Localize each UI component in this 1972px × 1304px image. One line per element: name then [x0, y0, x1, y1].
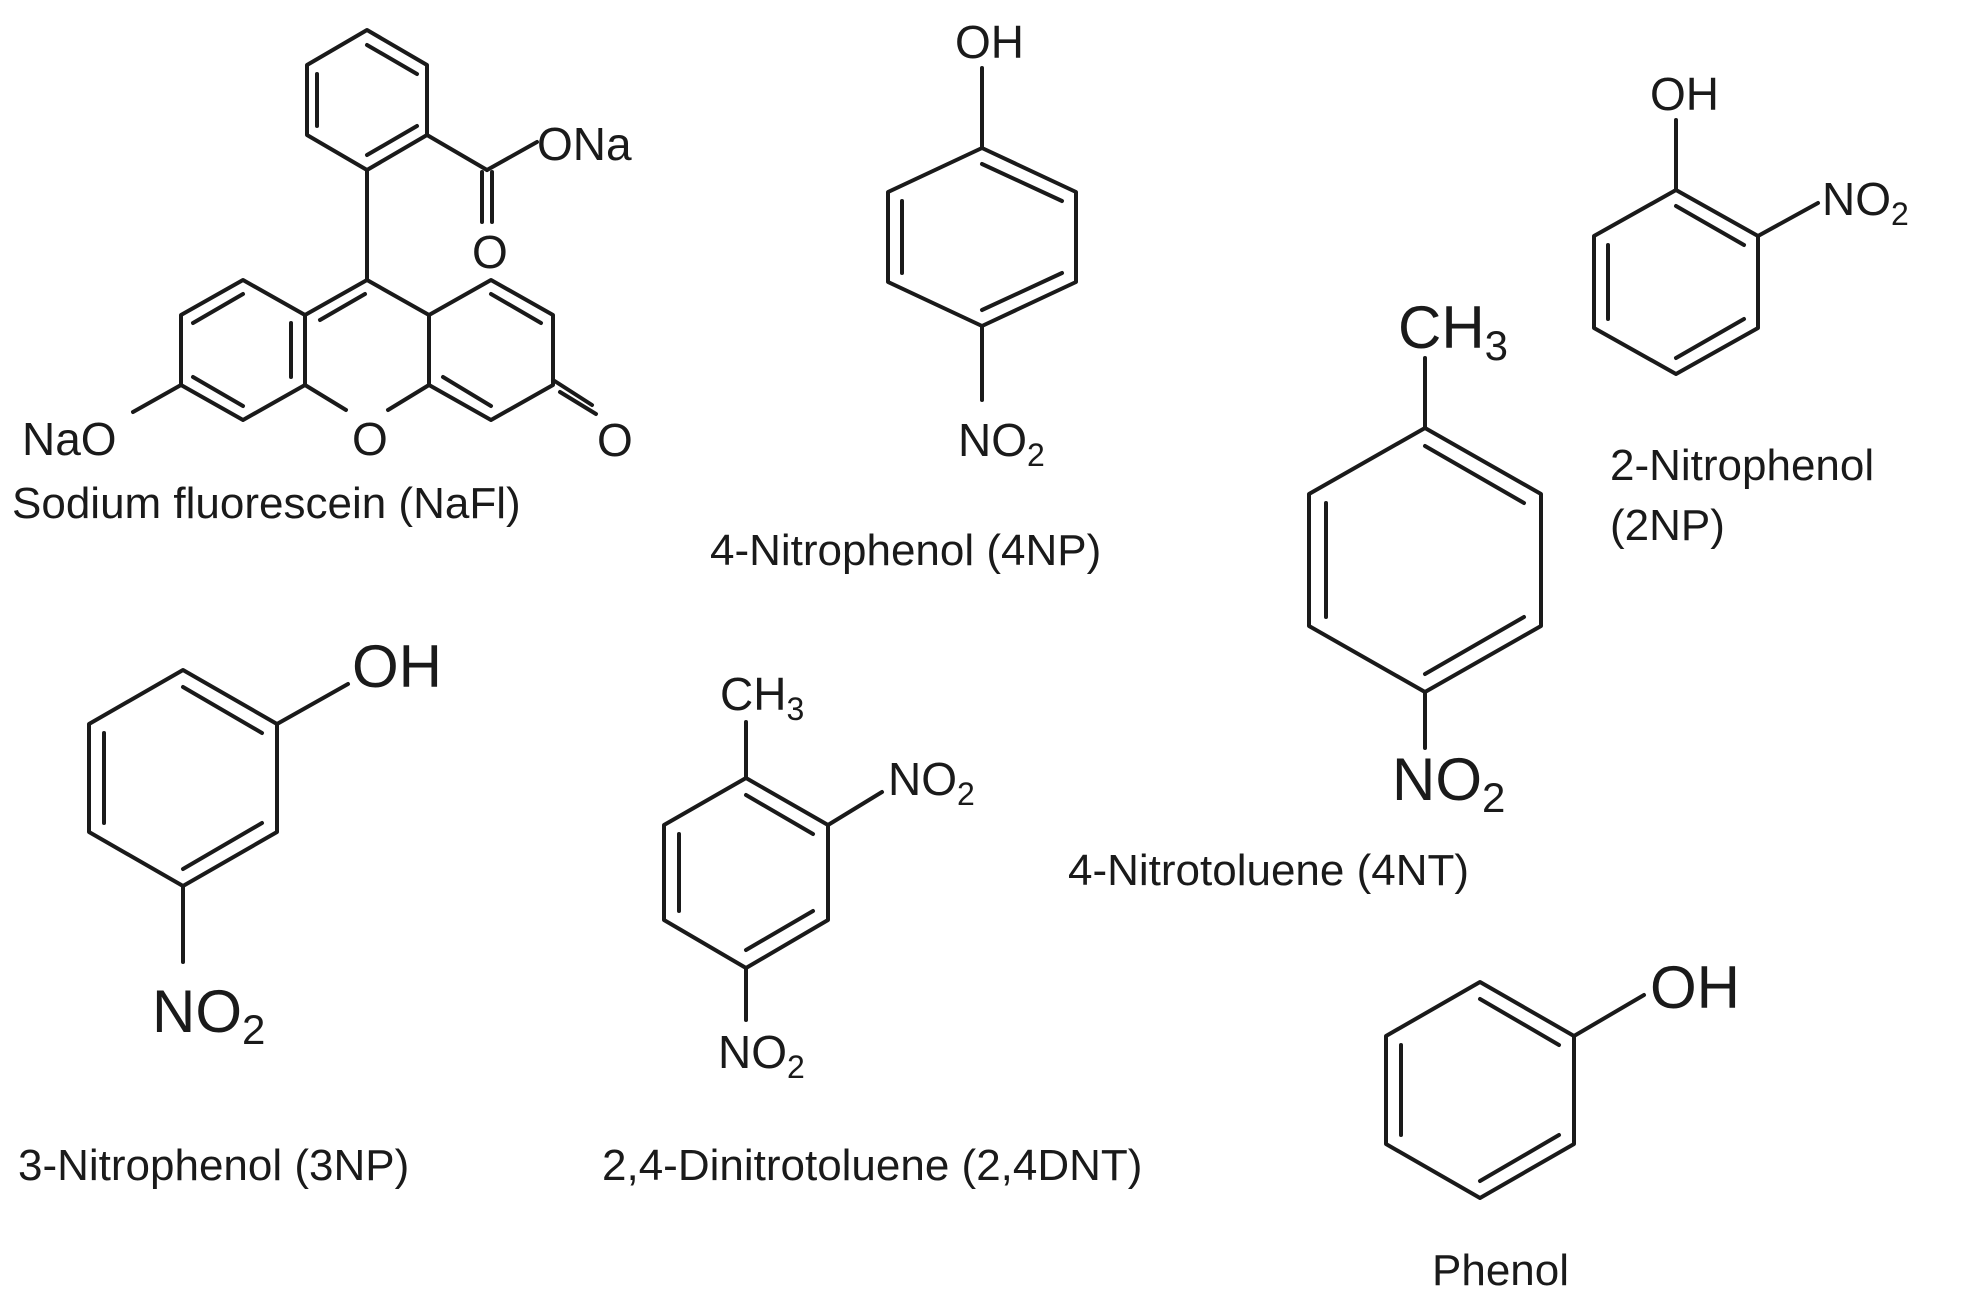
nitro-4-label: NO2 [718, 1026, 805, 1085]
compound-name: 2,4-Dinitrotoluene (2,4DNT) [602, 1141, 1142, 1190]
benzene-ring [1384, 980, 1576, 1200]
carbonyl-oxygen-label: O [472, 226, 508, 278]
compound-2-nitrophenol: OH NO2 [1592, 68, 1909, 376]
compound-name-line2: (2NP) [1610, 501, 1725, 550]
benzene-ring [1307, 426, 1543, 694]
benzene-ring [305, 28, 429, 172]
compound-name: Sodium fluorescein (NaFl) [12, 479, 521, 528]
compound-4-nitrophenol: OH NO2 [886, 16, 1078, 473]
compound-name: 4-Nitrotoluene (4NT) [1068, 846, 1469, 895]
compound-2-4-dinitrotoluene: CH3 NO2 NO2 [662, 668, 975, 1085]
methyl-label: CH3 [720, 668, 804, 727]
nitro-label: NO2 [152, 978, 265, 1053]
nitro-label: NO2 [1822, 173, 1909, 232]
benzene-ring [87, 668, 279, 888]
hydroxyl-label: OH [1650, 954, 1740, 1021]
nitro-2-label: NO2 [888, 753, 975, 812]
benzene-ring [662, 776, 830, 970]
phenolate-label: NaO [22, 413, 117, 465]
compound-3-nitrophenol: OH NO2 [87, 633, 442, 1053]
hydroxyl-label: OH [1650, 68, 1719, 120]
benzene-ring [886, 146, 1078, 328]
compound-phenol: OH [1384, 954, 1740, 1200]
compound-name: 3-Nitrophenol (3NP) [18, 1141, 409, 1190]
hydroxyl-label: OH [955, 16, 1024, 68]
benzene-ring [1592, 188, 1760, 376]
compound-name-line1: 2-Nitrophenol [1610, 441, 1874, 490]
ketone-oxygen-label: O [597, 414, 633, 466]
ring-oxygen-label: O [352, 413, 388, 465]
nitro-label: NO2 [958, 414, 1045, 473]
compound-sodium-fluorescein: ONa O O NaO O [22, 28, 633, 466]
methyl-label: CH3 [1398, 294, 1508, 369]
compound-name: Phenol [1432, 1246, 1569, 1295]
compound-name: 4-Nitrophenol (4NP) [710, 526, 1101, 575]
compound-4-nitrotoluene: CH3 NO2 [1307, 294, 1543, 821]
hydroxyl-label: OH [352, 633, 442, 700]
nitro-label: NO2 [1392, 746, 1505, 821]
carboxylate-label: ONa [537, 118, 632, 170]
